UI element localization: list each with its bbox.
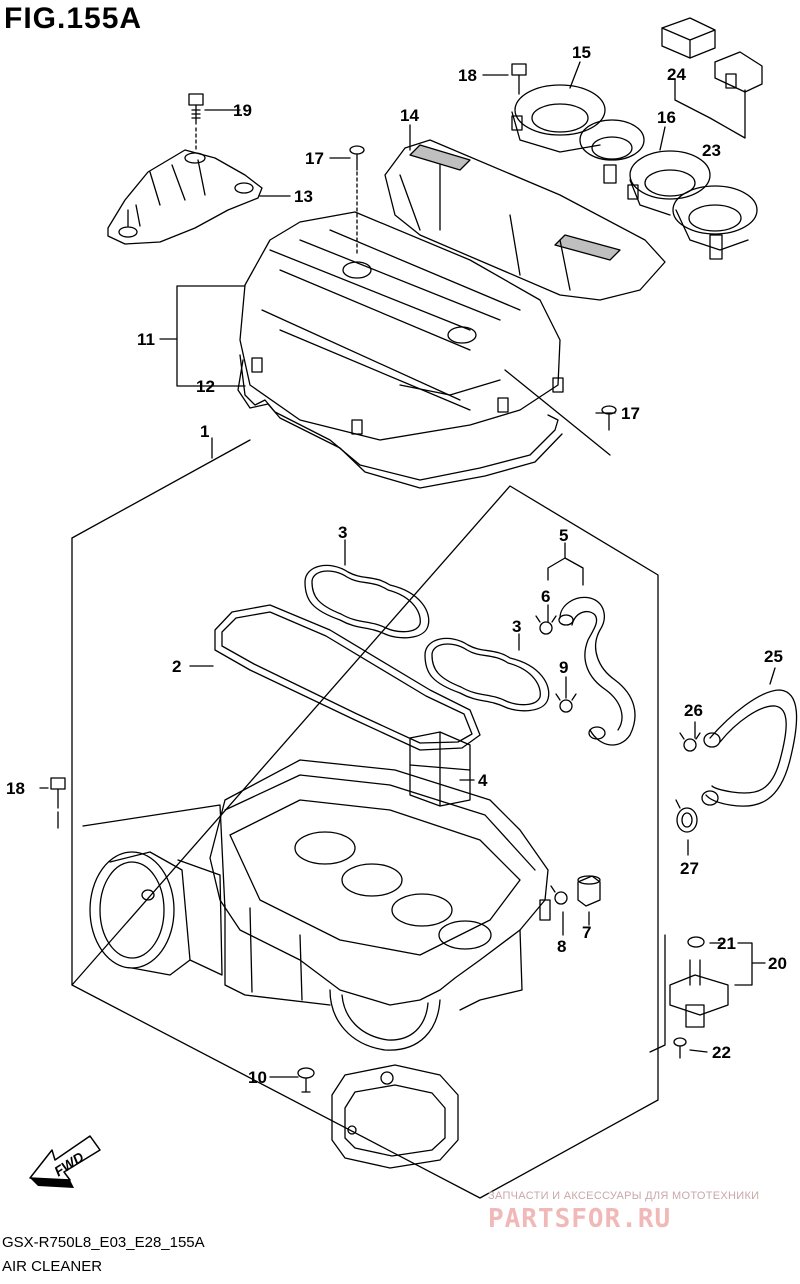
callout-17-right: 17 bbox=[621, 404, 640, 423]
sponge-4 bbox=[409, 731, 471, 807]
figure-model-code: GSX-R750L8_E03_E28_155A bbox=[2, 1234, 205, 1251]
clamp-26 bbox=[679, 732, 701, 752]
callout-25: 25 bbox=[764, 647, 783, 666]
callout-12: 12 bbox=[196, 377, 215, 396]
air-box-1 bbox=[209, 759, 551, 1051]
callout-11: 11 bbox=[137, 330, 155, 349]
clip-10 bbox=[297, 1067, 315, 1093]
figure-name: AIR CLEANER bbox=[2, 1258, 103, 1275]
callout-22: 22 bbox=[712, 1043, 731, 1062]
intake-duct bbox=[89, 851, 223, 976]
callout-4: 4 bbox=[478, 771, 488, 790]
bolt-18-top bbox=[511, 63, 527, 95]
assembly-1-frame bbox=[71, 439, 659, 1199]
callout-26: 26 bbox=[684, 701, 703, 720]
fwd-arrow-icon: FWD bbox=[29, 1135, 101, 1188]
callout-9: 9 bbox=[559, 658, 568, 677]
clamp-9 bbox=[555, 693, 577, 713]
hose-5 bbox=[558, 596, 636, 746]
screw-17-right bbox=[601, 405, 617, 431]
seal-3-lower bbox=[424, 637, 550, 712]
bolt-19 bbox=[188, 93, 204, 151]
callout-23: 23 bbox=[702, 141, 721, 160]
callout-5: 5 bbox=[559, 526, 568, 545]
bolt-18-left bbox=[50, 777, 66, 829]
callout-1: 1 bbox=[200, 422, 209, 441]
callout-27: 27 bbox=[680, 859, 699, 878]
element-seal-2 bbox=[214, 604, 481, 751]
callout-6: 6 bbox=[541, 587, 550, 606]
leader-lines bbox=[39, 61, 776, 1078]
watermark-tagline: ЗАПЧАСТИ И АКСЕССУАРЫ ДЛЯ МОТОТЕХНИКИ bbox=[488, 1190, 760, 1202]
callout-18-top: 18 bbox=[458, 66, 477, 85]
callout-3-upper: 3 bbox=[338, 523, 347, 542]
funnels-16 bbox=[627, 150, 758, 260]
callout-20: 20 bbox=[768, 954, 787, 973]
watermark-logo: PARTSFOR.RU bbox=[488, 1204, 672, 1234]
cap-7 bbox=[577, 875, 601, 907]
figure-title: FIG.155A bbox=[4, 2, 143, 35]
callout-18-left: 18 bbox=[6, 779, 25, 798]
clamp-6 bbox=[535, 615, 557, 635]
callout-2: 2 bbox=[172, 657, 181, 676]
callouts: 1 2 3 3 4 5 6 7 8 9 10 11 12 13 14 15 16… bbox=[6, 43, 787, 1087]
callout-10: 10 bbox=[248, 1068, 267, 1087]
callout-7: 7 bbox=[582, 923, 591, 942]
duct-cover-14 bbox=[384, 139, 666, 301]
callout-19: 19 bbox=[233, 101, 252, 120]
gasket-12 bbox=[237, 354, 564, 489]
sensor-23 bbox=[714, 51, 763, 93]
sensor-20 bbox=[669, 959, 729, 1028]
duct-lower bbox=[331, 1064, 459, 1169]
o-ring-21 bbox=[687, 936, 705, 948]
callout-15: 15 bbox=[572, 43, 591, 62]
callout-8: 8 bbox=[557, 937, 566, 956]
bracket-13 bbox=[107, 149, 263, 245]
callout-3-lower: 3 bbox=[512, 617, 521, 636]
seal-3-upper bbox=[304, 564, 430, 639]
callout-21: 21 bbox=[717, 934, 736, 953]
callout-13: 13 bbox=[294, 187, 313, 206]
screw-22 bbox=[673, 1037, 687, 1059]
clamp-27 bbox=[675, 799, 698, 833]
callout-16: 16 bbox=[657, 108, 676, 127]
clamp-8 bbox=[550, 885, 568, 905]
connector-24 bbox=[661, 17, 716, 59]
air-cleaner-cap-11 bbox=[239, 211, 611, 456]
callout-24: 24 bbox=[667, 65, 686, 84]
funnels-15 bbox=[511, 84, 645, 184]
callout-17-top: 17 bbox=[305, 149, 324, 168]
callout-14: 14 bbox=[400, 106, 419, 125]
hose-25 bbox=[701, 689, 798, 807]
